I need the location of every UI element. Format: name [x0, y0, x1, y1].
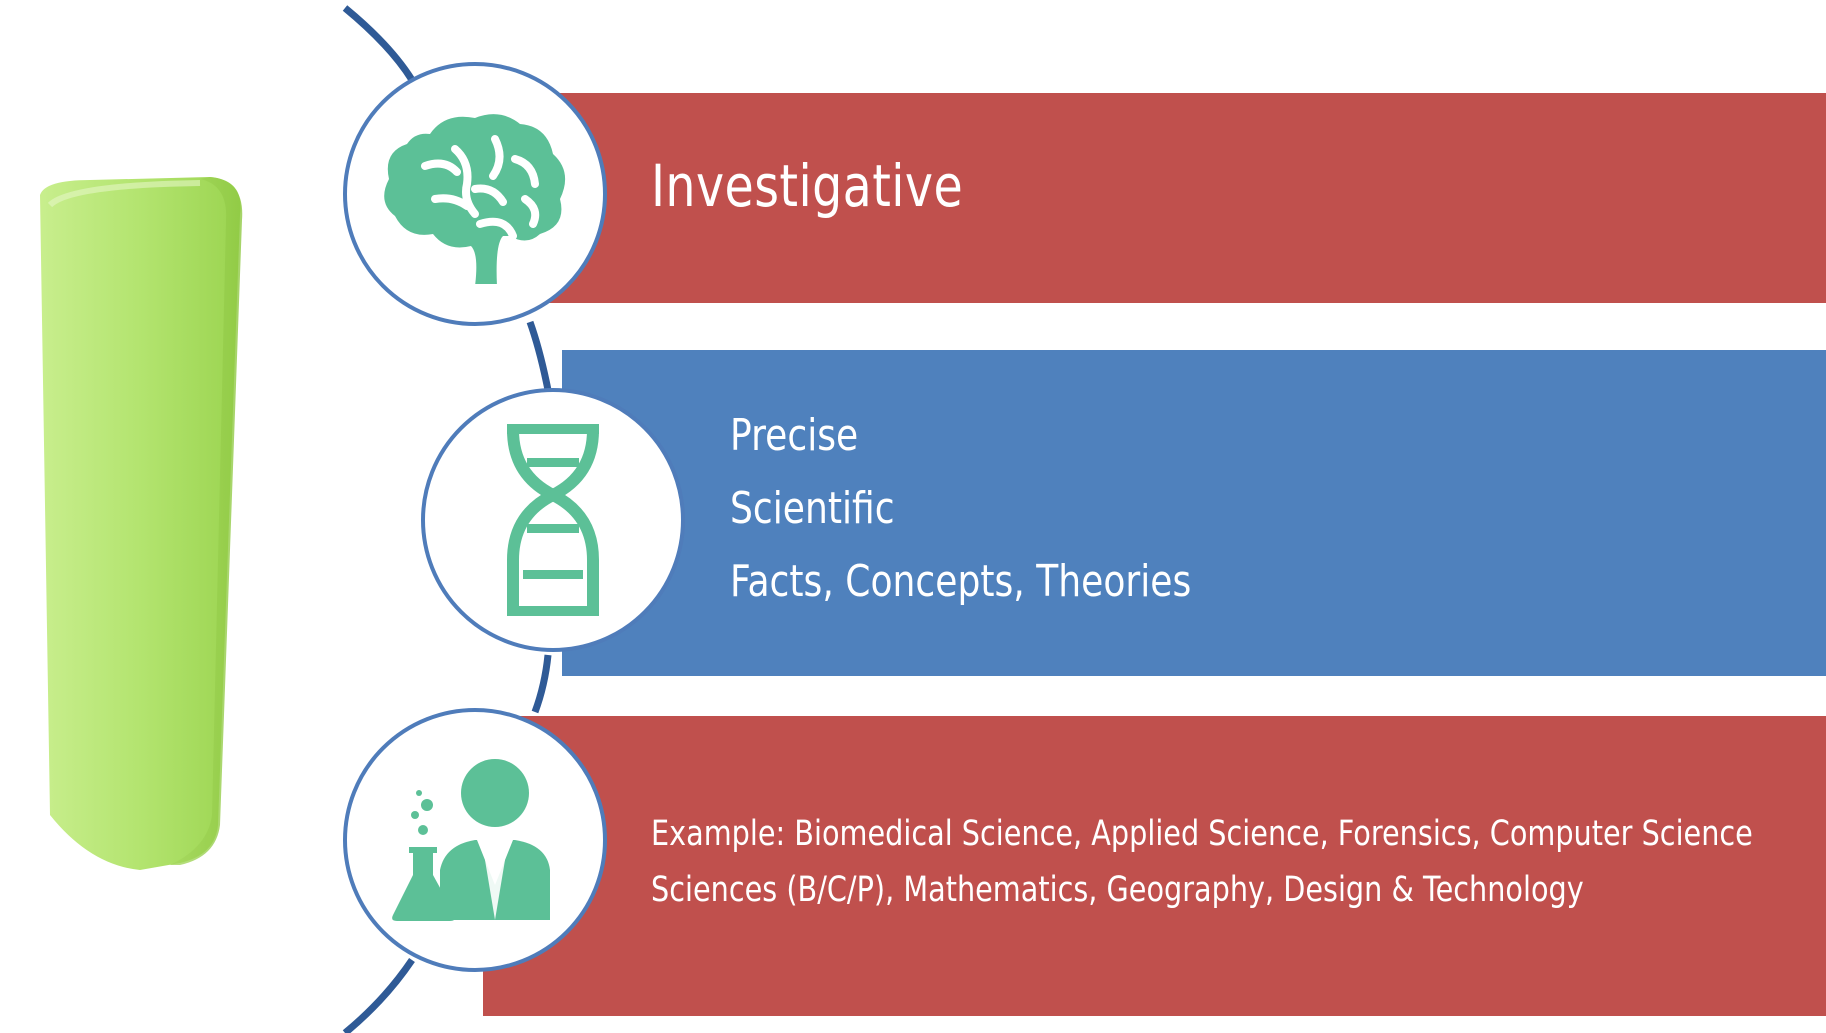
- title-bar: [548, 93, 1826, 303]
- page-title: Investigative: [651, 152, 964, 220]
- traits-bar: [562, 350, 1826, 676]
- trait-item: Scientific: [730, 483, 895, 534]
- trait-item: Precise: [730, 410, 859, 461]
- letter-i-image: [40, 177, 243, 870]
- brain-icon: [384, 114, 566, 284]
- scientist-icon: [392, 759, 550, 921]
- trait-item: Facts, Concepts, Theories: [730, 556, 1192, 607]
- brain-icon-circle: [343, 62, 607, 326]
- dna-icon-circle: [421, 388, 685, 652]
- scientist-icon-circle: [343, 708, 607, 972]
- example-line: Sciences (B/C/P), Mathematics, Geography…: [651, 870, 1584, 910]
- examples-bar: [483, 716, 1826, 1016]
- example-line: Example: Biomedical Science, Applied Sci…: [651, 814, 1753, 854]
- dna-icon: [507, 424, 599, 616]
